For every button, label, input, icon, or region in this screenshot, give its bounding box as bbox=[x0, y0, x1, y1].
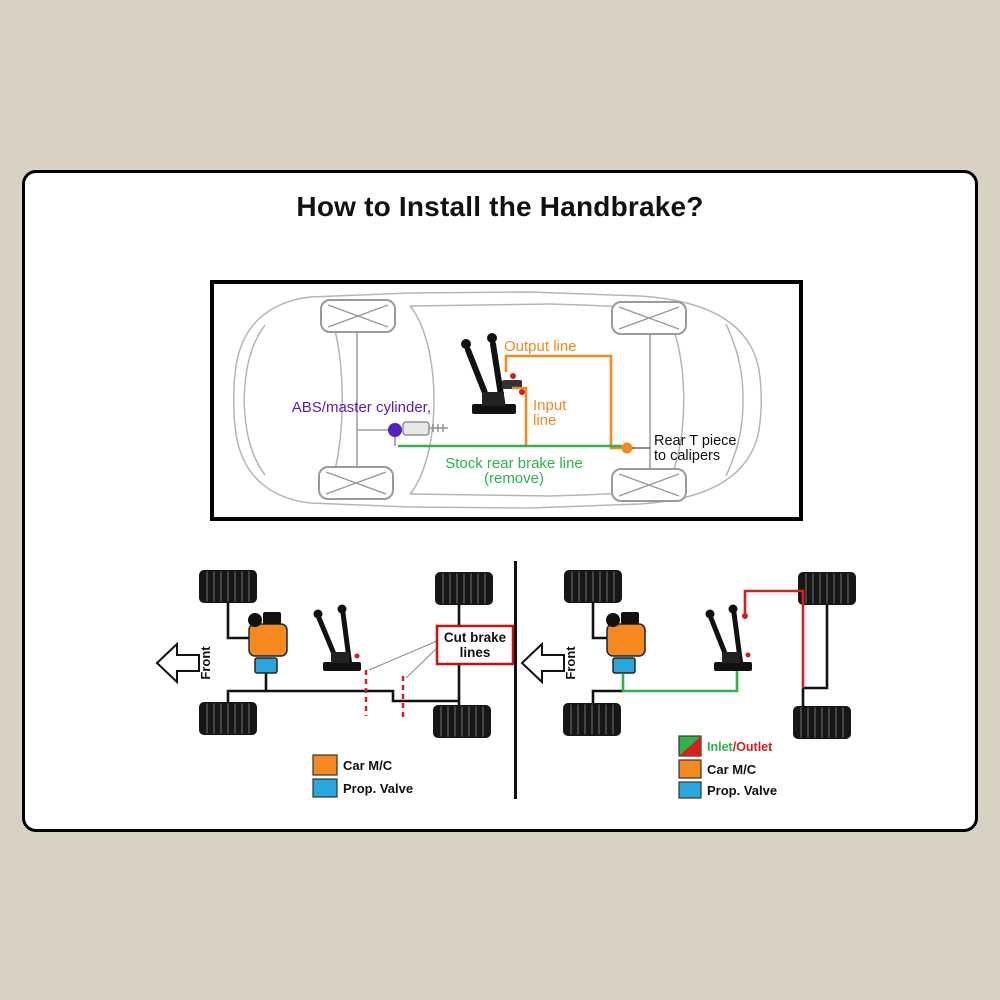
cut-label-1: Cut brake bbox=[444, 630, 507, 645]
tire-rear-left bbox=[434, 571, 494, 606]
outlet-swatch bbox=[679, 736, 701, 756]
cut-label-2: lines bbox=[460, 645, 491, 660]
input-line bbox=[512, 386, 528, 446]
rear-t-piece-label-2: to calipers bbox=[654, 448, 720, 464]
master-cylinder-sketch bbox=[402, 421, 448, 436]
handbrake-lever bbox=[313, 604, 361, 671]
car-top-view-svg: Output line ABS/master cylinder, Input l… bbox=[210, 280, 803, 521]
inlet-line bbox=[621, 660, 739, 693]
legend-prop-valve: Prop. Valve bbox=[678, 781, 777, 799]
front-label: Front bbox=[198, 646, 213, 680]
stock-line-label-2: (remove) bbox=[484, 470, 544, 487]
prop-valve-label: Prop. Valve bbox=[343, 781, 413, 796]
cut-brake-lines-box bbox=[435, 624, 515, 666]
prop-valve bbox=[254, 657, 278, 674]
tire-front-right bbox=[562, 702, 622, 737]
rear-t-piece-label-1: Rear T piece bbox=[654, 433, 736, 449]
page-title: How to Install the Handbrake? bbox=[296, 191, 704, 222]
car-mc-swatch bbox=[312, 754, 338, 776]
tire-front-left bbox=[563, 569, 623, 604]
abs-master-cylinder-label: ABS/master cylinder, bbox=[292, 399, 431, 416]
car-mc-label: Car M/C bbox=[343, 758, 393, 773]
axle-lines bbox=[356, 332, 651, 469]
output-line-label: Output line bbox=[504, 338, 577, 355]
legend-car-mc: Car M/C bbox=[678, 759, 757, 779]
front-label: Front bbox=[563, 646, 578, 680]
legend-inlet-outlet: Inlet/Outlet bbox=[678, 735, 773, 757]
front-right-wheel bbox=[318, 466, 394, 500]
cut-pointer-lines bbox=[368, 640, 438, 679]
car-master-cylinder bbox=[606, 612, 646, 657]
master-cylinder-dot bbox=[388, 423, 402, 437]
handbrake-lever-assembly bbox=[461, 333, 525, 414]
brake-lines bbox=[226, 603, 461, 705]
car-mc-swatch bbox=[678, 759, 702, 779]
front-left-wheel bbox=[320, 299, 396, 333]
diagram-card: How to Install the Handbrake? bbox=[22, 170, 978, 832]
inlet-outlet-label: Inlet/Outlet bbox=[707, 740, 773, 754]
chassis-before-svg: Cut brake lines Front Car M/C Prop. Valv… bbox=[155, 569, 515, 798]
front-arrow bbox=[520, 641, 565, 685]
prop-valve-swatch bbox=[312, 778, 338, 798]
input-line-label-1: Input bbox=[533, 397, 567, 414]
rear-left-wheel bbox=[611, 301, 687, 335]
brake-lines bbox=[591, 603, 829, 706]
tire-rear-left bbox=[797, 571, 857, 606]
tire-rear-right bbox=[432, 704, 492, 739]
legend-prop-valve: Prop. Valve bbox=[312, 778, 413, 798]
tire-front-left bbox=[198, 569, 258, 604]
prop-valve bbox=[612, 657, 636, 674]
car-diagram-frame bbox=[210, 280, 803, 521]
car-master-cylinder bbox=[248, 612, 288, 657]
handbrake-lever bbox=[705, 604, 752, 671]
tire-front-right bbox=[198, 701, 258, 736]
section-divider bbox=[514, 561, 517, 799]
front-arrow bbox=[155, 641, 200, 685]
chassis-after-svg: Front Inlet/Outlet Car M/C Prop. Valve bbox=[520, 569, 857, 799]
car-mc-label: Car M/C bbox=[707, 762, 757, 777]
outlet-line bbox=[743, 589, 805, 688]
prop-valve-swatch bbox=[678, 781, 702, 799]
rear-right-wheel bbox=[611, 468, 687, 502]
tire-rear-right bbox=[792, 705, 852, 740]
cut-marks bbox=[364, 670, 405, 720]
input-line-label-2: line bbox=[533, 412, 556, 429]
legend-car-mc: Car M/C bbox=[312, 754, 393, 776]
stock-line-label-1: Stock rear brake line bbox=[445, 455, 583, 472]
output-line bbox=[504, 354, 622, 450]
prop-valve-label: Prop. Valve bbox=[707, 783, 777, 798]
rear-t-piece-dot bbox=[621, 442, 633, 454]
